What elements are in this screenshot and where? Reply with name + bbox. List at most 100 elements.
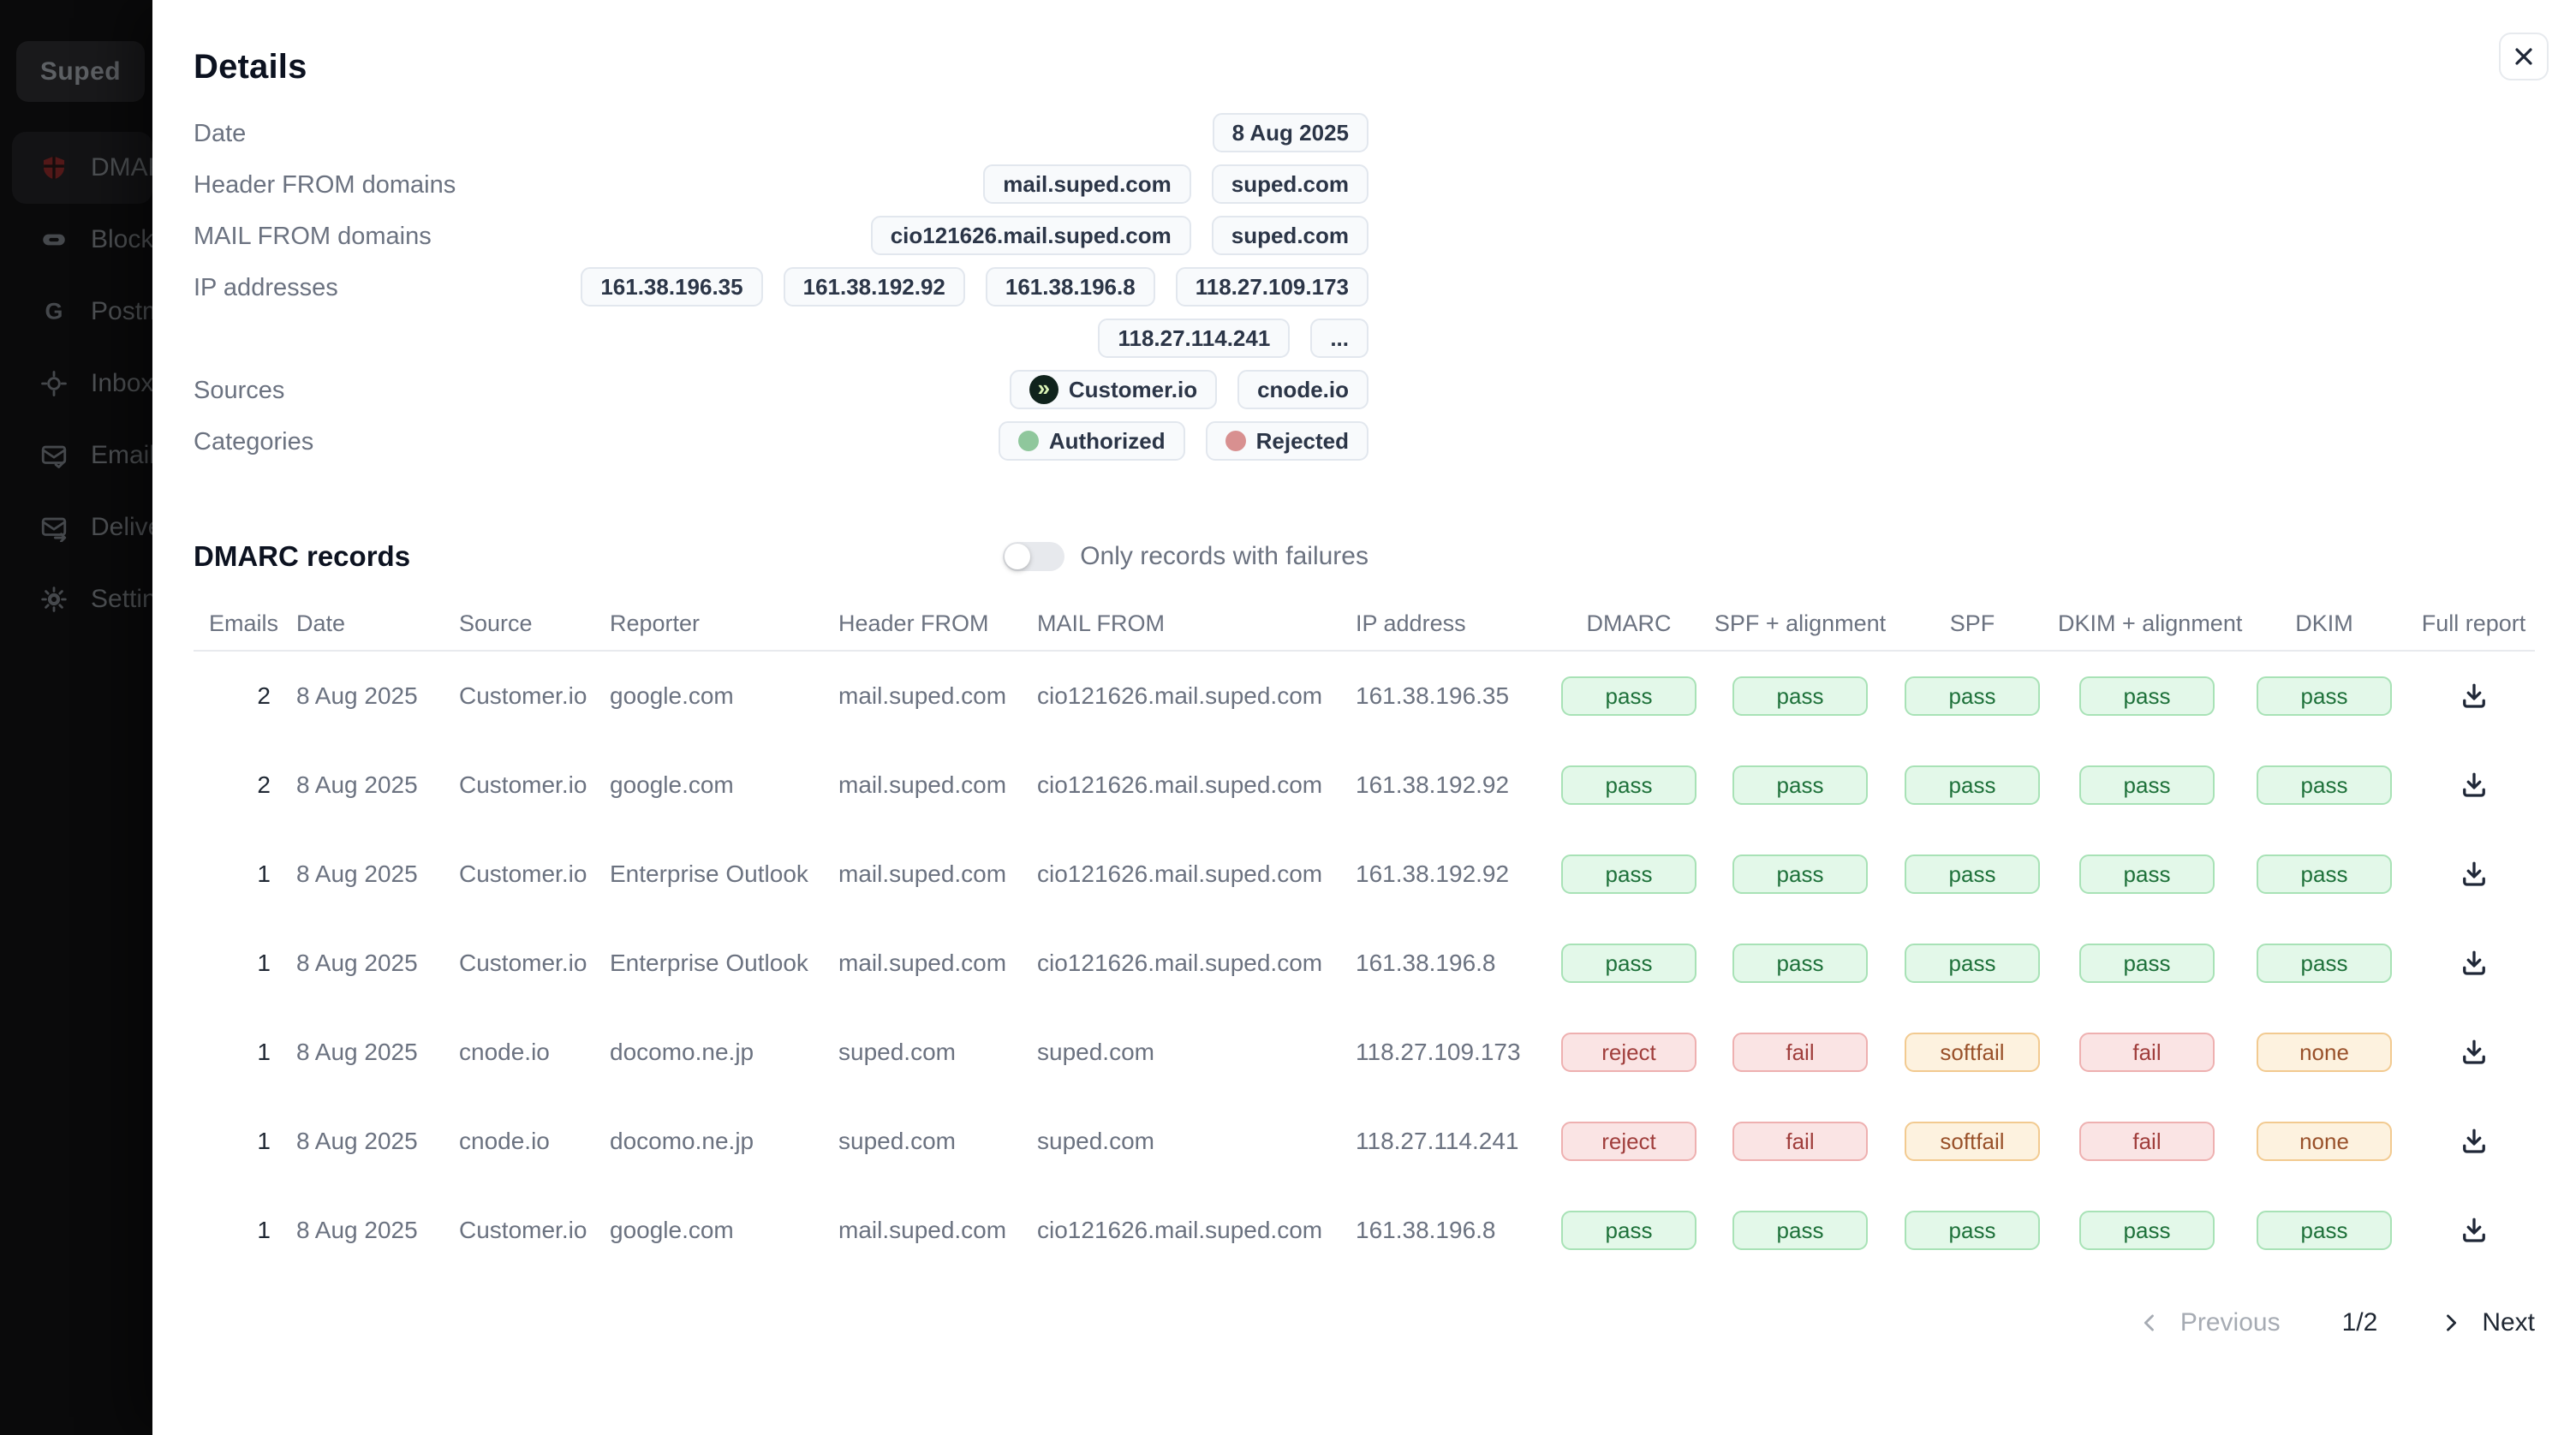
column-header-dmarc: DMARC	[1586, 610, 1672, 636]
cell-dmarc: reject	[1544, 1122, 1714, 1161]
status-badge-dkim: pass	[2257, 765, 2392, 805]
cell-dkim: pass	[2236, 854, 2412, 894]
status-badge-spf_alignment: fail	[1732, 1122, 1868, 1161]
download-report-button[interactable]	[2455, 1033, 2493, 1071]
cell-report	[2412, 1212, 2535, 1249]
cell-header_from: mail.suped.com	[838, 860, 1007, 887]
cell-source: Customer.io	[459, 1217, 587, 1243]
detail-badge[interactable]: ...	[1310, 319, 1368, 358]
status-badge-dkim: pass	[2257, 676, 2392, 716]
download-report-button[interactable]	[2455, 855, 2493, 893]
detail-badge-group: cio121626.mail.suped.com suped.com	[461, 216, 1368, 255]
cell-dkim: pass	[2236, 765, 2412, 805]
download-report-button[interactable]	[2455, 1122, 2493, 1160]
download-report-button[interactable]	[2455, 1212, 2493, 1249]
status-badge-dkim_alignment: pass	[2079, 944, 2215, 983]
cell-reporter: google.com	[610, 682, 734, 709]
close-icon	[2515, 48, 2532, 65]
download-report-button[interactable]	[2455, 766, 2493, 804]
sidebar-item-dmarc[interactable]: DMARC	[12, 132, 152, 204]
cell-dkim: none	[2236, 1122, 2412, 1161]
detail-label: Sources	[194, 377, 285, 404]
page-indicator: 1/2	[2341, 1308, 2378, 1337]
column-header-spf_alignment: SPF + alignment	[1714, 610, 1887, 636]
status-badge-spf: pass	[1905, 854, 2040, 894]
detail-badge[interactable]: 161.38.196.35	[581, 267, 763, 307]
detail-badge[interactable]: 118.27.109.173	[1175, 267, 1368, 307]
cell-date: 8 Aug 2025	[296, 860, 418, 887]
close-button[interactable]	[2499, 33, 2549, 80]
cell-report	[2412, 855, 2535, 893]
cell-header_from: mail.suped.com	[838, 682, 1007, 709]
cell-dkim_alignment: pass	[2058, 854, 2236, 894]
badge-label: ...	[1330, 325, 1349, 351]
mail-arrow-icon	[39, 513, 69, 542]
cell-source: Customer.io	[459, 860, 587, 887]
status-badge-dkim_alignment: fail	[2079, 1033, 2215, 1072]
sidebar-item-inbox[interactable]: Inbox	[0, 348, 152, 420]
cell-reporter: docomo.ne.jp	[610, 1128, 754, 1154]
failures-toggle-label: Only records with failures	[1080, 542, 1368, 570]
detail-badge[interactable]: cnode.io	[1237, 370, 1368, 409]
cell-mail_from: suped.com	[1037, 1128, 1154, 1154]
sidebar-item-blockl[interactable]: Blockl	[0, 204, 152, 276]
customerio-icon: »	[1029, 375, 1058, 404]
detail-badge[interactable]: 118.27.114.241	[1098, 319, 1291, 358]
badge-label: 161.38.192.92	[802, 273, 945, 300]
detail-label: Categories	[194, 428, 314, 456]
cell-spf_alignment: pass	[1714, 765, 1887, 805]
sidebar-item-postm[interactable]: GPostm	[0, 276, 152, 348]
detail-badge[interactable]: mail.suped.com	[983, 164, 1191, 204]
detail-badge-group: 8 Aug 2025	[461, 113, 1368, 152]
status-badge-spf_alignment: pass	[1732, 854, 1868, 894]
detail-badge-group: 161.38.196.35 161.38.192.92 161.38.196.8 11…	[461, 267, 1368, 358]
status-badge-dkim_alignment: fail	[2079, 1122, 2215, 1161]
status-badge-spf_alignment: pass	[1732, 944, 1868, 983]
app-logo[interactable]: Suped	[16, 41, 145, 102]
failures-toggle[interactable]	[1003, 542, 1065, 571]
detail-badge[interactable]: 161.38.192.92	[783, 267, 965, 307]
previous-button[interactable]: Previous	[2138, 1308, 2281, 1337]
detail-label: IP addresses	[194, 274, 338, 301]
column-header-reporter: Reporter	[610, 610, 701, 636]
cell-date: 8 Aug 2025	[296, 771, 418, 798]
detail-badge[interactable]: 161.38.196.8	[985, 267, 1155, 307]
detail-badge[interactable]: suped.com	[1211, 164, 1368, 204]
cell-dkim_alignment: fail	[2058, 1033, 2236, 1072]
cell-date: 8 Aug 2025	[296, 682, 418, 709]
cell-dmarc: pass	[1544, 765, 1714, 805]
next-button[interactable]: Next	[2439, 1308, 2535, 1337]
download-report-button[interactable]	[2455, 677, 2493, 715]
detail-badge[interactable]: Rejected	[1205, 421, 1368, 461]
download-icon	[2459, 681, 2490, 712]
sidebar-item-email[interactable]: Email	[0, 420, 152, 491]
status-badge-spf_alignment: pass	[1732, 1211, 1868, 1250]
detail-badge[interactable]: 8 Aug 2025	[1212, 113, 1368, 152]
cell-date: 8 Aug 2025	[296, 950, 418, 976]
column-header-ip: IP address	[1356, 610, 1466, 636]
cell-spf: pass	[1887, 676, 2058, 716]
status-badge-dkim: none	[2257, 1122, 2392, 1161]
status-badge-spf: softfail	[1905, 1122, 2040, 1161]
column-header-spf: SPF	[1949, 610, 1995, 636]
detail-badge[interactable]: cio121626.mail.suped.com	[870, 216, 1191, 255]
sidebar-item-settin[interactable]: Settin	[0, 563, 152, 635]
cell-spf: pass	[1887, 1211, 2058, 1250]
records-title: DMARC records	[194, 540, 411, 572]
detail-badge[interactable]: suped.com	[1211, 216, 1368, 255]
detail-badge[interactable]: »Customer.io	[1009, 370, 1218, 409]
badge-label: 118.27.114.241	[1118, 325, 1271, 351]
svg-text:G: G	[45, 299, 63, 325]
status-badge-dmarc: reject	[1561, 1033, 1696, 1072]
detail-badge[interactable]: Authorized	[998, 421, 1185, 461]
sidebar-item-label: Blockl	[91, 225, 152, 253]
badge-label: 118.27.109.173	[1195, 273, 1349, 300]
cell-dkim_alignment: fail	[2058, 1122, 2236, 1161]
download-icon	[2459, 770, 2490, 801]
sidebar-item-delive[interactable]: Delive	[0, 491, 152, 563]
cell-report	[2412, 766, 2535, 804]
download-report-button[interactable]	[2455, 944, 2493, 982]
